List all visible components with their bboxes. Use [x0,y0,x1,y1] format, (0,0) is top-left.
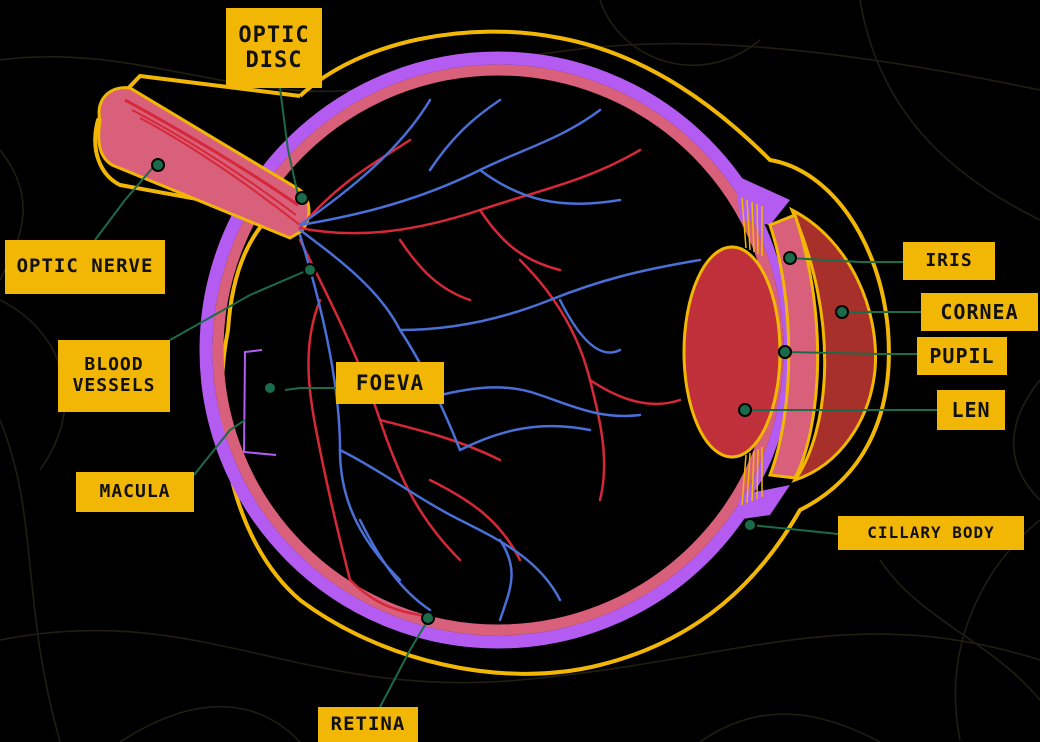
label-foeva: FOEVA [336,362,444,404]
label-blood-vessels: BLOOD VESSELS [58,340,170,412]
label-macula: MACULA [76,472,194,512]
pointer-line [95,165,155,240]
texture-line [955,520,1040,740]
ciliary-fiber [757,204,758,254]
pointer-line [750,525,838,534]
label-cillary-body: CILLARY BODY [838,516,1024,550]
texture-line [880,560,1040,700]
vein [430,100,500,170]
pointer-dot [836,306,848,318]
texture-line [860,0,1040,220]
pointer-dot [739,404,751,416]
pointer-dot [779,346,791,358]
artery [400,240,470,300]
artery [308,300,350,580]
pointer-dot [152,159,164,171]
texture-line [700,714,880,742]
vein [300,235,400,580]
pointer-dot [264,382,276,394]
blood-vessel-network [300,100,700,620]
texture-line [120,707,300,742]
vein [300,110,600,225]
label-len: LEN [937,390,1005,430]
label-retina: RETINA [318,707,418,742]
pointer-dot [744,519,756,531]
artery [430,480,520,560]
label-iris: IRIS [903,242,995,280]
vein [340,450,560,600]
vein [460,426,590,450]
ciliary-fiber [757,449,758,499]
vein [500,540,512,620]
texture-line [1014,380,1040,500]
vein [420,387,640,416]
macula-bracket [244,350,276,455]
texture-line [0,300,65,470]
label-optic-disc: OPTIC DISC [226,8,322,88]
pointer-dot [296,192,308,204]
label-optic-nerve: OPTIC NERVE [5,240,165,294]
artery [300,150,640,233]
pointer-dot [304,264,316,276]
texture-line [0,420,60,742]
label-cornea: CORNEA [921,293,1038,331]
pointer-dot [422,612,434,624]
artery [590,380,680,404]
label-pupil: PUPIL [917,337,1007,375]
pointer-line [170,270,308,340]
pointer-dot [784,252,796,264]
lens-shape [684,247,780,457]
